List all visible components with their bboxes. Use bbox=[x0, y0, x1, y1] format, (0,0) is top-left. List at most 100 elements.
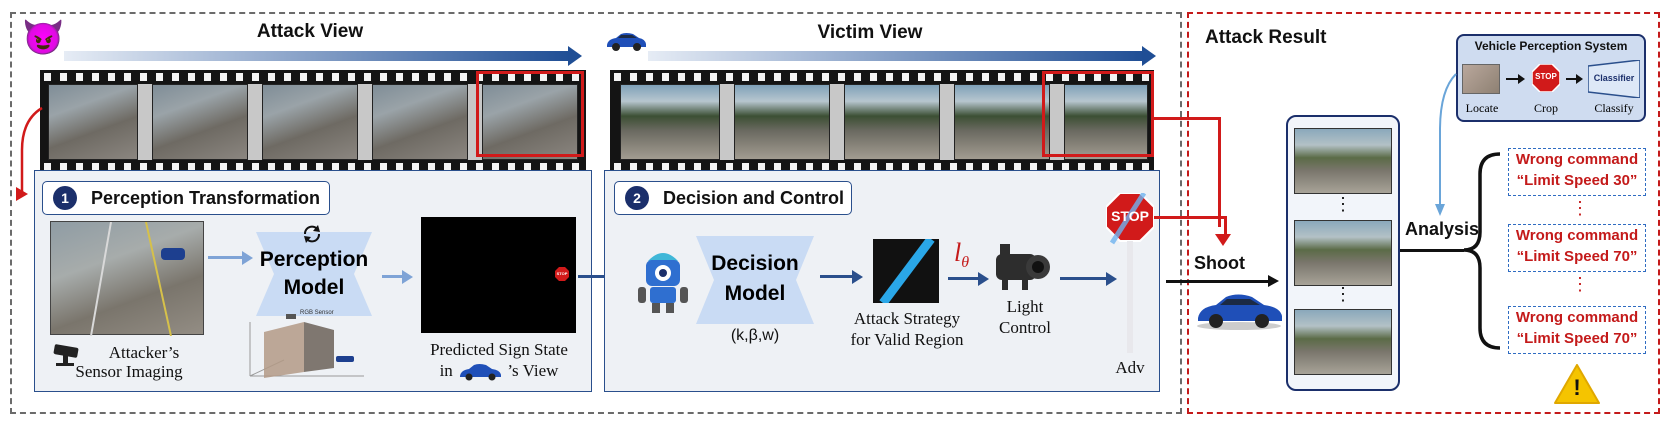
command-line1: Wrong command bbox=[1515, 309, 1639, 326]
attack-pipeline-region bbox=[10, 12, 1182, 414]
perception-model-line2: Model bbox=[283, 276, 345, 299]
rgb-sensor-label: RGB Sensor bbox=[300, 310, 334, 316]
adv-stop-text: STOP bbox=[1111, 208, 1149, 224]
state-caption-line1: Predicted Sign State bbox=[430, 340, 568, 359]
model-to-strategy-arrow bbox=[820, 275, 854, 278]
model-to-state-arrowhead bbox=[402, 270, 413, 284]
perception-panel-title: 1 Perception Transformation bbox=[42, 181, 330, 215]
wrong-command-box: Wrong command “Limit Speed 70” bbox=[1508, 224, 1646, 272]
victim-car-icon bbox=[604, 30, 648, 52]
vps-crop-label: Crop bbox=[1534, 101, 1558, 115]
decision-title-text: Decision and Control bbox=[663, 187, 845, 208]
sensor-to-model-arrowhead bbox=[242, 251, 253, 265]
adv-connector-v bbox=[1224, 216, 1227, 236]
decision-model-label: Decision Model bbox=[696, 249, 814, 309]
predicted-sign-state-image: STOP bbox=[421, 217, 576, 333]
victim-view-arrow bbox=[648, 51, 1144, 61]
adversarial-stop-sign: STOP bbox=[1105, 191, 1155, 355]
state-caption-car-icon bbox=[457, 363, 503, 381]
victim-car-image bbox=[1194, 290, 1284, 330]
victim-connector-v bbox=[1218, 117, 1221, 227]
victim-connector-h bbox=[1154, 117, 1220, 120]
attack-view-arrow bbox=[64, 51, 570, 61]
predicted-stop-text: STOP bbox=[556, 271, 568, 276]
vps-arrow-2 bbox=[1566, 78, 1578, 80]
victim-frame bbox=[954, 84, 1050, 160]
state-caption-suffix: ’s View bbox=[507, 361, 559, 380]
light-to-adv-arrowhead bbox=[1106, 272, 1117, 286]
loss-symbol: lθ bbox=[954, 238, 970, 272]
attack-frame bbox=[48, 84, 138, 160]
attack-result-title: Attack Result bbox=[1205, 27, 1327, 48]
victim-frame bbox=[620, 84, 720, 160]
state-to-decision-arrow bbox=[578, 275, 624, 278]
analysis-brace bbox=[1463, 152, 1501, 350]
step-number-badge: 2 bbox=[625, 186, 649, 210]
vps-locate-label: Locate bbox=[1465, 101, 1499, 115]
sensor-image bbox=[50, 221, 204, 337]
vps-crop-sign bbox=[1531, 63, 1561, 93]
command-line2: “Limit Speed 70” bbox=[1516, 248, 1638, 265]
victim-view-arrowhead bbox=[1142, 46, 1156, 66]
shoot-label: Shoot bbox=[1194, 253, 1245, 273]
light-to-adv-arrow bbox=[1060, 277, 1108, 280]
attack-frame bbox=[152, 84, 248, 160]
strategy-caption-line1: Attack Strategy bbox=[853, 309, 961, 328]
attack-strategy-image bbox=[873, 236, 939, 306]
vps-arrowhead-1 bbox=[1518, 74, 1525, 84]
victim-film-strip bbox=[610, 70, 1154, 174]
vps-classifier-text: Classifier bbox=[1593, 73, 1635, 83]
strategy-to-light-arrow bbox=[948, 277, 980, 280]
decision-model-line2: Model bbox=[724, 282, 786, 305]
sensor-caption-line1: Attacker’s bbox=[108, 343, 180, 362]
vps-title: Vehicle Perception System bbox=[1474, 39, 1628, 53]
attack-view-arrowhead bbox=[568, 46, 582, 66]
rgb-sensor-plot: RGB Sensor bbox=[244, 310, 372, 384]
attack-result-region bbox=[1187, 12, 1660, 414]
victim-frame bbox=[1064, 84, 1148, 160]
wrong-command-box: Wrong command “Limit Speed 70” bbox=[1508, 306, 1646, 354]
vps-connector bbox=[1435, 73, 1457, 216]
result-dots: ⋮ bbox=[1334, 284, 1352, 304]
warning-icon: ! bbox=[1554, 364, 1600, 404]
decision-model-shape bbox=[696, 236, 814, 324]
vps-arrowhead-2 bbox=[1576, 74, 1583, 84]
sensor-to-model-arrow bbox=[208, 256, 244, 259]
attack-frame bbox=[262, 84, 358, 160]
vps-crop-stop-text: STOP bbox=[1535, 72, 1557, 81]
decision-model-line1: Decision bbox=[711, 252, 799, 275]
red-arrowhead bbox=[1215, 234, 1231, 246]
decision-panel-title: 2 Decision and Control bbox=[614, 181, 852, 215]
victim-view-title: Victim View bbox=[817, 22, 923, 43]
result-frame bbox=[1294, 128, 1392, 194]
shoot-line bbox=[1166, 280, 1270, 283]
state-caption-line2: in ’s View bbox=[418, 361, 580, 381]
vps-locate-image bbox=[1462, 64, 1500, 94]
camera-icon bbox=[50, 344, 82, 366]
robot-icon bbox=[636, 245, 690, 315]
model-to-state-arrow bbox=[382, 275, 404, 278]
command-line1: Wrong command bbox=[1515, 151, 1639, 168]
sensor-caption-line2: Sensor Imaging bbox=[75, 362, 183, 381]
attack-frame-highlight bbox=[476, 71, 584, 157]
decision-params: (k,β,w) bbox=[730, 327, 780, 344]
command-line1: Wrong command bbox=[1515, 227, 1639, 244]
model-to-strategy-arrowhead bbox=[852, 270, 863, 284]
command-dots: ⋮ bbox=[1571, 274, 1589, 294]
strategy-to-light-arrowhead bbox=[978, 272, 989, 286]
state-caption-prefix: in bbox=[439, 361, 453, 380]
perception-title-text: Perception Transformation bbox=[91, 187, 321, 208]
result-frame bbox=[1294, 309, 1392, 375]
attack-to-perception-connector bbox=[16, 106, 43, 201]
analysis-label: Analysis bbox=[1405, 219, 1480, 239]
vps-arrow-1 bbox=[1506, 78, 1520, 80]
light-caption-line1: Light bbox=[1006, 297, 1044, 316]
victim-frame bbox=[734, 84, 830, 160]
command-dots: ⋮ bbox=[1571, 198, 1589, 218]
result-frame bbox=[1294, 220, 1392, 286]
vps-classifier-shape bbox=[1588, 60, 1640, 98]
shoot-arrowhead bbox=[1268, 275, 1279, 287]
devil-icon: 😈 bbox=[22, 19, 65, 57]
step-number-badge: 1 bbox=[53, 186, 77, 210]
light-caption-line2: Control bbox=[999, 318, 1051, 337]
